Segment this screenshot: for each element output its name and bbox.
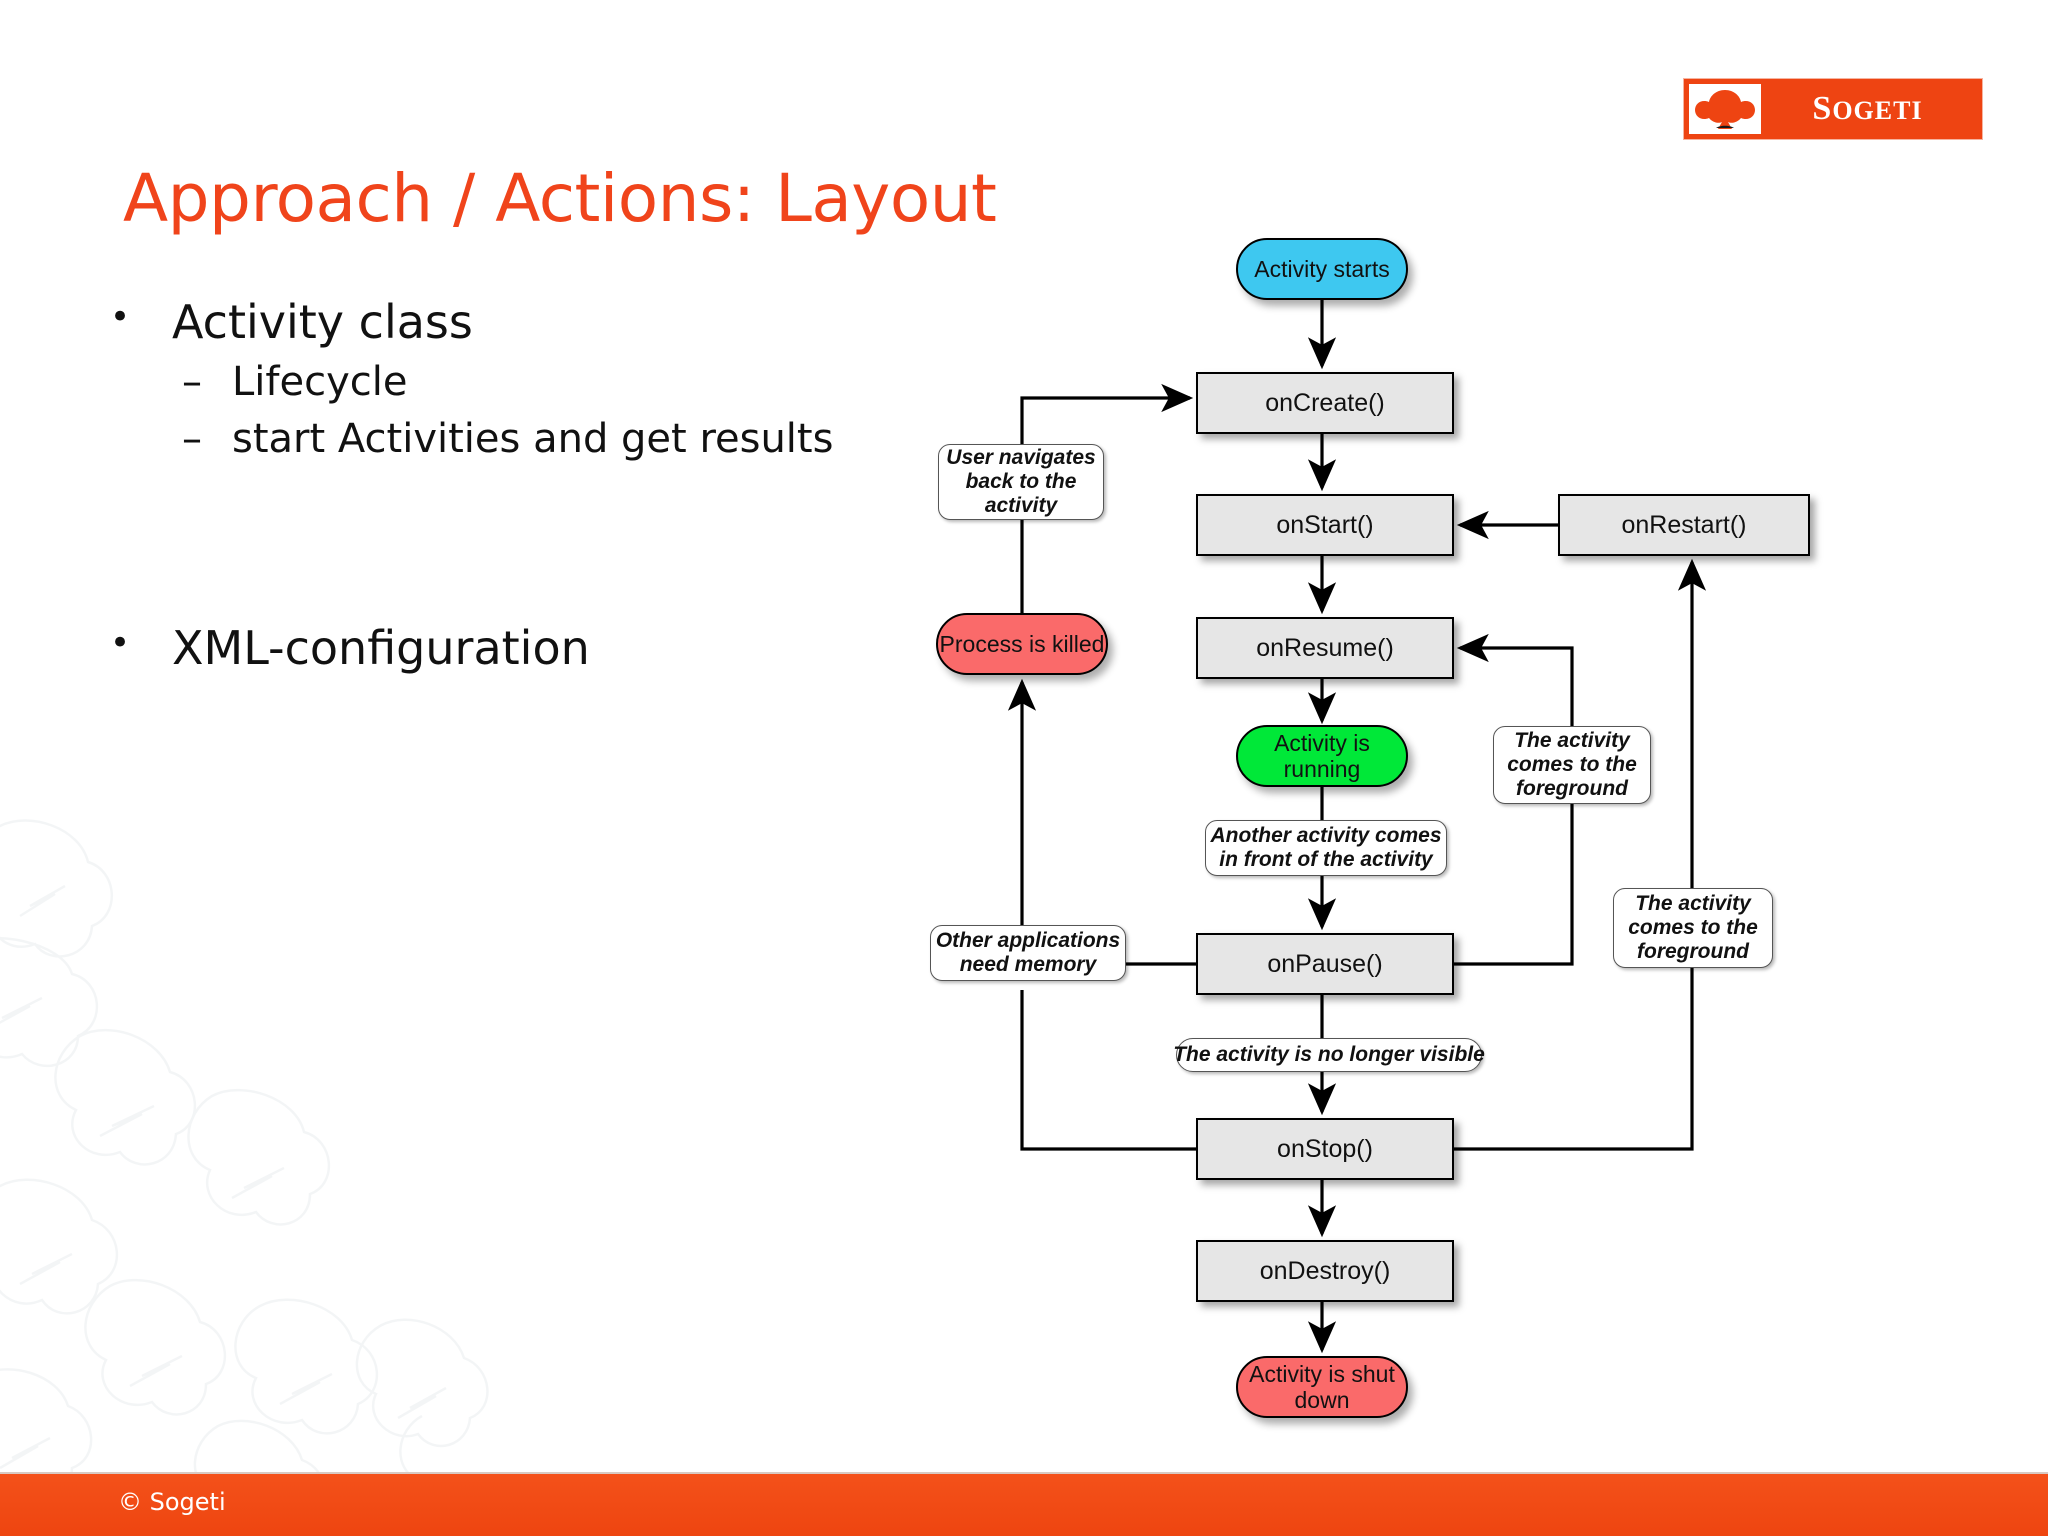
node-onstop[interactable]: onStop() xyxy=(1196,1118,1454,1180)
note-label: User navigates back to the activity xyxy=(946,446,1096,517)
bullet-list: • Activity class – Lifecycle – start Act… xyxy=(110,295,900,683)
list-item-label: start Activities and get results xyxy=(232,416,834,463)
list-item-label: XML-configuration xyxy=(172,621,590,676)
note-user-navigates-back: User navigates back to the activity xyxy=(938,444,1104,520)
list-item: – start Activities and get results xyxy=(182,414,900,465)
node-ondestroy[interactable]: onDestroy() xyxy=(1196,1240,1454,1302)
logo-letters-rest: OGETI xyxy=(1832,96,1923,125)
edge-onstop-processkilled xyxy=(1020,990,1196,1151)
note-label: The activity comes to the foreground xyxy=(1628,892,1758,963)
dash-marker: – xyxy=(182,359,202,405)
bullet-spacer xyxy=(110,471,900,621)
sogeti-watermark-graphic xyxy=(0,819,489,1486)
list-item: – Lifecycle xyxy=(182,357,900,408)
copyright-label: © Sogeti xyxy=(118,1488,226,1516)
sogeti-spade-icon xyxy=(1689,84,1761,134)
logo-letter-s: S xyxy=(1812,90,1833,127)
node-label: onResume() xyxy=(1256,633,1394,662)
node-onstart[interactable]: onStart() xyxy=(1196,494,1454,556)
note-other-applications-need-memory: Other applications need memory xyxy=(930,925,1126,981)
node-activity-shutdown[interactable]: Activity is shut down xyxy=(1236,1356,1408,1418)
dash-marker: – xyxy=(182,416,202,463)
note-foreground-lower: The activity comes to the foreground xyxy=(1613,888,1773,968)
node-label: onStart() xyxy=(1276,510,1374,539)
sogeti-logo: SOGETI xyxy=(1683,78,1983,140)
list-item-label: Lifecycle xyxy=(232,359,408,405)
node-label: onDestroy() xyxy=(1259,1256,1391,1285)
node-onpause[interactable]: onPause() xyxy=(1196,933,1454,995)
note-label: Another activity comes in front of the a… xyxy=(1210,824,1442,871)
node-oncreate[interactable]: onCreate() xyxy=(1196,372,1454,434)
node-onresume[interactable]: onResume() xyxy=(1196,617,1454,679)
edge-onpause-onresume xyxy=(1454,633,1574,966)
footer-bar: © Sogeti xyxy=(0,1474,2048,1536)
note-another-activity-in-front: Another activity comes in front of the a… xyxy=(1205,820,1447,876)
bullet-marker: • xyxy=(110,297,131,337)
logo-wordmark: SOGETI xyxy=(1761,90,1982,128)
node-label: onCreate() xyxy=(1265,388,1385,417)
note-label: The activity is no longer visible xyxy=(1173,1043,1485,1067)
node-activity-running[interactable]: Activity is running xyxy=(1236,725,1408,787)
node-label: onStop() xyxy=(1277,1134,1373,1163)
edge-onstop-onrestart xyxy=(1454,558,1707,1151)
node-activity-starts[interactable]: Activity starts xyxy=(1236,238,1408,300)
node-onrestart[interactable]: onRestart() xyxy=(1558,494,1810,556)
note-foreground-upper: The activity comes to the foreground xyxy=(1493,726,1651,804)
node-label: Process is killed xyxy=(939,630,1105,657)
node-label: Activity is shut down xyxy=(1249,1360,1395,1413)
node-label: Activity is running xyxy=(1274,729,1370,782)
note-no-longer-visible: The activity is no longer visible xyxy=(1173,1038,1485,1072)
list-item: • XML-configuration xyxy=(110,621,900,675)
list-item-label: Activity class xyxy=(172,295,473,349)
bullet-marker: • xyxy=(110,623,131,664)
node-label: onRestart() xyxy=(1621,510,1747,539)
note-label: Other applications need memory xyxy=(935,929,1121,976)
node-process-killed[interactable]: Process is killed xyxy=(936,613,1108,675)
node-label: Activity starts xyxy=(1254,255,1390,282)
list-item: • Activity class xyxy=(110,295,900,349)
note-label: The activity comes to the foreground xyxy=(1507,729,1637,800)
node-label: onPause() xyxy=(1267,949,1383,978)
footer-divider xyxy=(0,1472,2048,1474)
page-title: Approach / Actions: Layout xyxy=(123,160,997,237)
